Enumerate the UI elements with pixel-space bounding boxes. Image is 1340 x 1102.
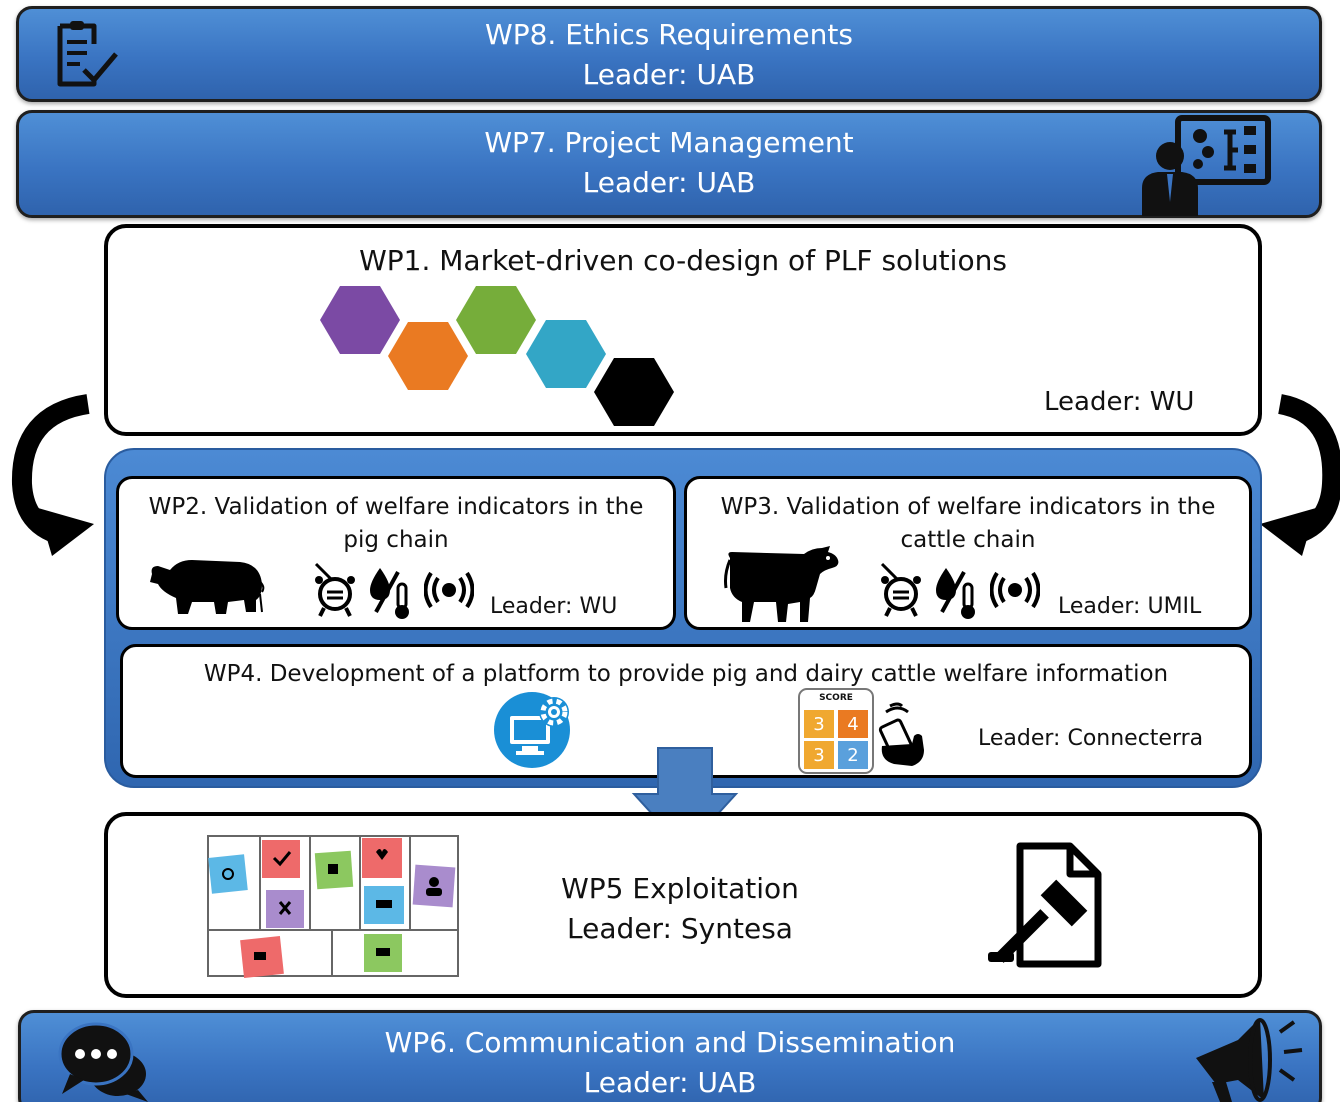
wp3-leader-label: Leader:: [1058, 594, 1141, 619]
wp3-leader: Leader: UMIL: [1058, 594, 1201, 619]
wp8-bar: WP8. Ethics Requirements Leader: UAB: [16, 6, 1322, 102]
cow-icon: [724, 544, 842, 624]
wp8-leader-name: UAB: [696, 58, 756, 91]
alarm-sensor-icon: [312, 562, 358, 618]
wp2-title: WP2. Validation of welfare indicators in…: [116, 491, 676, 557]
wp2-box: [116, 476, 676, 630]
score-value-4: 2: [847, 745, 859, 766]
manager-board-icon: [1140, 112, 1274, 216]
wp1-box: [104, 224, 1262, 436]
right-curved-arrow-icon: [1240, 392, 1340, 560]
wp1-title: WP1. Market-driven co-design of PLF solu…: [359, 244, 1007, 277]
legal-document-icon: [984, 842, 1104, 972]
wp2-leader: Leader: WU: [490, 594, 617, 619]
humidity-temperature-icon: [368, 566, 414, 622]
wp5-leader-label: Leader:: [567, 912, 672, 945]
wp6-leader-name: UAB: [697, 1066, 757, 1099]
score-value-1: 3: [813, 714, 825, 735]
wp1-leader-label: Leader:: [1044, 387, 1142, 417]
wp8-title: WP8. Ethics Requirements: [485, 18, 853, 51]
wp1-leader-name: WU: [1149, 387, 1195, 417]
wp8-leader-label: Leader:: [582, 58, 688, 91]
hexagon-cluster-icon: [316, 280, 680, 430]
monitor-gear-icon: [492, 690, 582, 770]
wp2-leader-name: WU: [579, 594, 618, 619]
wp2-title-line1: WP2. Validation of welfare indicators in…: [148, 494, 644, 520]
score-value-3: 3: [813, 745, 825, 766]
wp1-leader: Leader: WU: [1044, 387, 1194, 417]
wp5-leader-name: Syntesa: [680, 912, 793, 945]
score-app-icon: [798, 688, 874, 774]
wp6-bar: WP6. Communication and Dissemination Lea…: [18, 1010, 1322, 1102]
megaphone-icon: [1190, 1010, 1306, 1102]
checklist-icon: [50, 18, 122, 90]
signal-icon: [424, 570, 474, 610]
wp5-title: WP5 Exploitation: [561, 872, 799, 905]
wp2-title-line2: pig chain: [343, 527, 449, 553]
wp7-leader: Leader: UAB: [19, 163, 1319, 203]
wp6-title: WP6. Communication and Dissemination: [384, 1026, 956, 1059]
wp4-leader: Leader: Connecterra: [978, 726, 1203, 751]
wp4-leader-name: Connecterra: [1067, 726, 1204, 751]
score-value-2: 4: [847, 714, 859, 735]
pig-icon: [148, 552, 268, 616]
wp3-leader-name: UMIL: [1147, 594, 1202, 619]
wp8-leader: Leader: UAB: [19, 55, 1319, 95]
wp3-title-line1: WP3. Validation of welfare indicators in…: [720, 494, 1216, 520]
wp6-leader: Leader: UAB: [21, 1063, 1319, 1102]
wp7-leader-label: Leader:: [582, 166, 688, 199]
wp2-leader-label: Leader:: [490, 594, 573, 619]
alarm-sensor-icon: [878, 562, 924, 618]
left-curved-arrow-icon: [4, 392, 100, 560]
wp7-bar: WP7. Project Management Leader: UAB: [16, 110, 1322, 218]
wp7-title: WP7. Project Management: [484, 126, 854, 159]
humidity-temperature-icon: [934, 566, 980, 622]
sticky-notes-board-icon: [204, 834, 460, 980]
wp3-title-line2: cattle chain: [900, 527, 1036, 553]
signal-icon: [990, 570, 1040, 610]
wp5-leader: Leader: Syntesa: [470, 912, 890, 945]
wp4-title: WP4. Development of a platform to provid…: [203, 661, 1169, 687]
hand-phone-icon: [876, 702, 930, 768]
wp7-leader-name: UAB: [696, 166, 756, 199]
wp3-title: WP3. Validation of welfare indicators in…: [684, 491, 1252, 557]
wp6-leader-label: Leader:: [583, 1066, 689, 1099]
wp4-leader-label: Leader:: [978, 726, 1061, 751]
chat-bubbles-icon: [56, 1020, 152, 1102]
score-label: SCORE: [819, 693, 853, 703]
